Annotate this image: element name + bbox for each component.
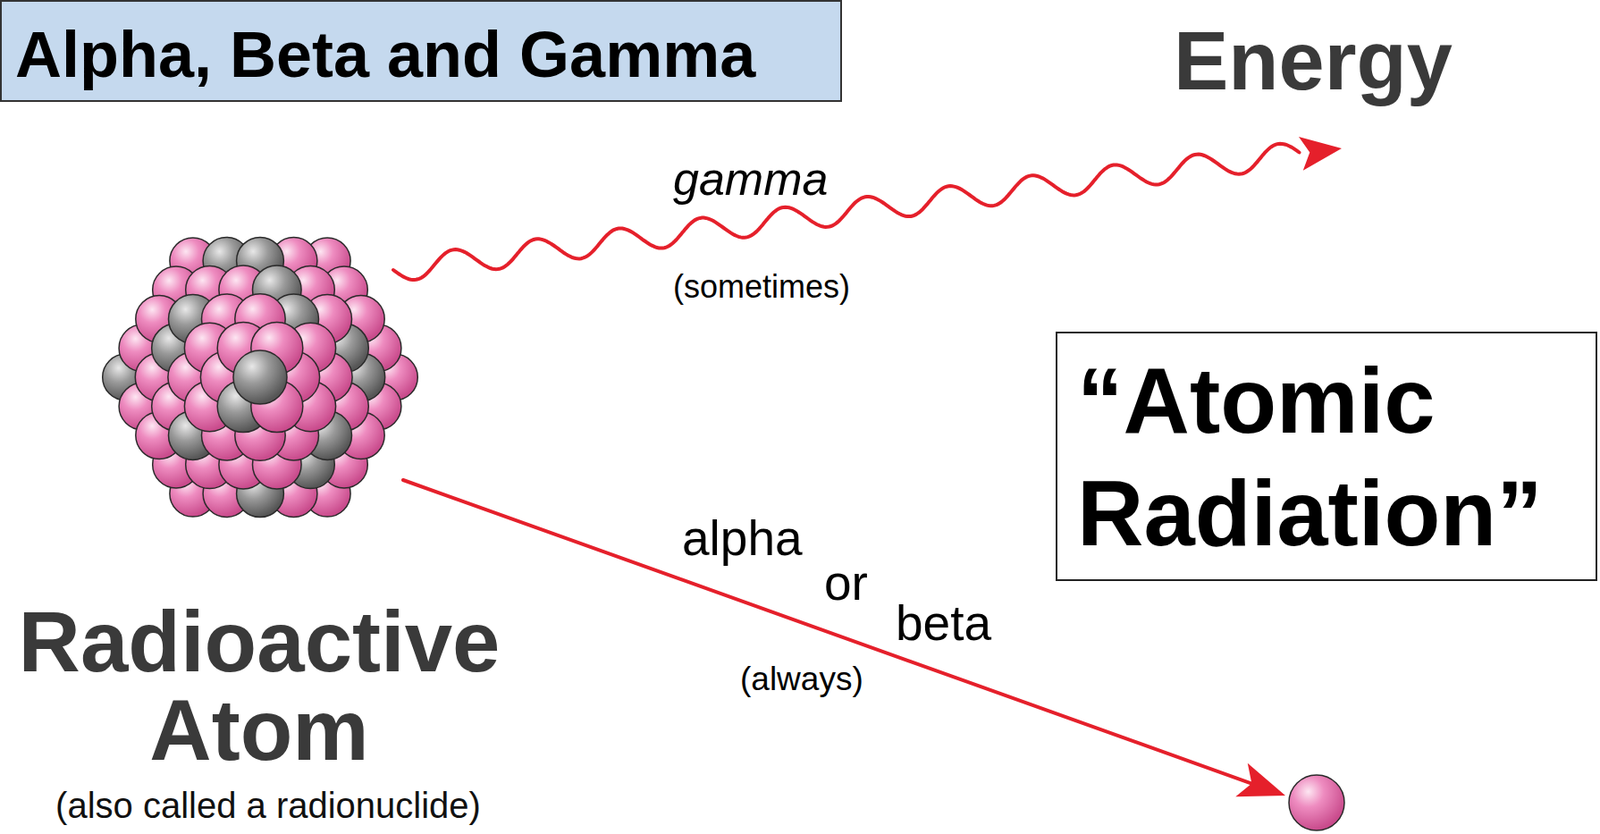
particle-note: (always): [740, 662, 864, 696]
beta-label: beta: [895, 598, 992, 649]
term-box: “Atomic Radiation”: [1055, 331, 1598, 582]
atom-heading: Radioactive Atom: [8, 597, 510, 775]
alpha-label: alpha: [682, 513, 803, 564]
gamma-wave: [393, 143, 1300, 280]
radioactive-atom: Radioactive Atom(also called a radionucl…: [86, 203, 434, 551]
energy-label: Energy: [1173, 19, 1453, 102]
gamma-label: gamma: [673, 155, 828, 203]
particle-arrowhead: [1235, 763, 1286, 798]
neutron-sphere: [233, 350, 287, 405]
gamma-note: (sometimes): [673, 270, 851, 304]
or-label: or: [824, 558, 868, 608]
gamma-arrowhead: [1298, 136, 1342, 171]
atom-subtitle: (also called a radionuclide): [0, 787, 537, 824]
title-band: Alpha, Beta and Gamma: [0, 0, 843, 102]
title-text: Alpha, Beta and Gamma: [15, 22, 756, 87]
box-heading: “Atomic Radiation”: [1077, 345, 1578, 571]
nucleus-drawing: [86, 203, 434, 551]
emitted-particle: [1288, 774, 1345, 831]
